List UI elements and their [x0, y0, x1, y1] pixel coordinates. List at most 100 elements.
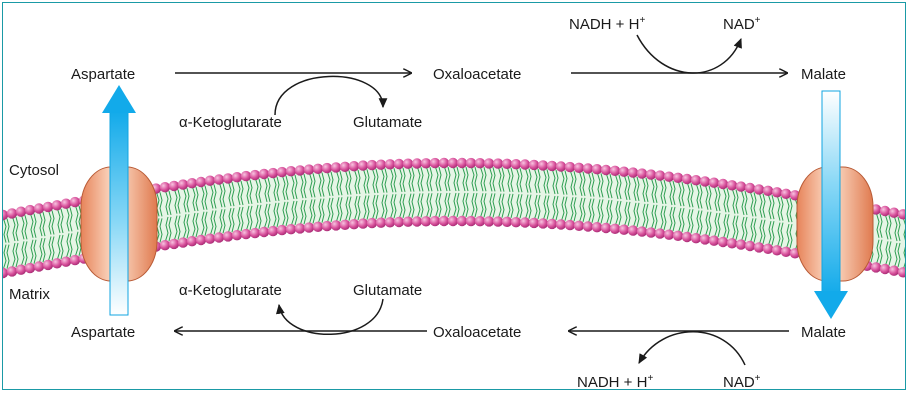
cytosol-oxaloacetate-label: Oxaloacetate: [433, 66, 521, 83]
lipid-head: [187, 178, 197, 188]
lipid-head: [718, 237, 728, 247]
lipid-head: [259, 227, 269, 237]
lipid-head: [196, 177, 206, 187]
lipid-head: [601, 223, 611, 233]
matrix-ketoglutarate-label: α-Ketoglutarate: [179, 282, 282, 299]
lipid-head: [628, 167, 638, 177]
lipid-head: [556, 161, 566, 171]
lipid-head: [358, 160, 368, 170]
lipid-head: [691, 175, 701, 185]
lipid-head: [268, 226, 278, 236]
lipid-head: [664, 230, 674, 240]
lipid-head: [178, 179, 188, 189]
lipid-head: [358, 218, 368, 228]
lipid-head: [214, 232, 224, 242]
lipid-head: [403, 159, 413, 169]
lipid-head: [322, 221, 332, 231]
lipid-head: [781, 189, 791, 199]
diagram-frame: Aspartate Oxaloacetate Malate α-Ketoglut…: [2, 2, 906, 390]
lipid-head: [583, 163, 593, 173]
lipid-head: [178, 237, 188, 247]
matrix-nad-label: NAD+: [723, 373, 761, 390]
lipid-head: [637, 168, 647, 178]
lipid-head: [493, 216, 503, 226]
lipid-head: [304, 164, 314, 174]
lipid-head: [232, 172, 242, 182]
lipid-head: [655, 228, 665, 238]
cytosol-nadh-label: NADH + H+: [569, 15, 645, 33]
lipid-head: [331, 162, 341, 172]
matrix-compartment-label: Matrix: [9, 286, 50, 303]
lipid-head: [673, 231, 683, 241]
lipid-head: [61, 199, 71, 209]
lipid-head: [682, 232, 692, 242]
lipid-head: [196, 235, 206, 245]
lipid-head: [385, 159, 395, 169]
lipid-head: [889, 208, 899, 218]
lipid-head: [538, 160, 548, 170]
lipid-head: [313, 164, 323, 174]
lipid-head: [16, 207, 26, 217]
lipid-head: [502, 217, 512, 227]
cytosol-malate-label: Malate: [801, 66, 846, 83]
malate-aspartate-shuttle-diagram: Aspartate Oxaloacetate Malate α-Ketoglut…: [3, 3, 906, 390]
lipid-head: [880, 206, 890, 216]
lipid-head: [601, 165, 611, 175]
lipid-head: [727, 238, 737, 248]
cytosol-reactions: Aspartate Oxaloacetate Malate α-Ketoglut…: [71, 15, 846, 131]
lipid-head: [394, 217, 404, 227]
lipid-head: [430, 216, 440, 226]
matrix-malate-label: Malate: [801, 324, 846, 341]
lipid-head: [709, 236, 719, 246]
lipid-head: [259, 169, 269, 179]
matrix-nadh-label: NADH + H+: [577, 373, 653, 390]
curved-arrow-nadh-to-nad: [637, 35, 741, 73]
lipid-head: [538, 218, 548, 228]
lipid-head: [529, 160, 539, 170]
lipid-head: [655, 170, 665, 180]
lipid-head: [547, 161, 557, 171]
lipid-head: [313, 222, 323, 232]
lipid-head: [763, 186, 773, 196]
lipid-head: [736, 239, 746, 249]
lipid-head: [7, 266, 17, 276]
lipid-head: [619, 225, 629, 235]
lipid-head: [547, 219, 557, 229]
lipid-head: [277, 167, 287, 177]
lipid-head: [385, 217, 395, 227]
lipid-head: [412, 158, 422, 168]
lipid-head: [250, 228, 260, 238]
lipid-head: [61, 257, 71, 267]
lipid-head: [502, 159, 512, 169]
lipid-head: [754, 184, 764, 194]
lipid-head: [439, 216, 449, 226]
lipid-head: [205, 176, 215, 186]
lipid-head: [223, 173, 233, 183]
lipid-head: [610, 224, 620, 234]
lipid-head: [673, 173, 683, 183]
lipid-head: [304, 222, 314, 232]
lipid-head: [484, 216, 494, 226]
cytosol-nad-label: NAD+: [723, 15, 761, 33]
lipid-head: [529, 218, 539, 228]
lipid-head: [52, 200, 62, 210]
matrix-glutamate-label: Glutamate: [353, 282, 422, 299]
lipid-head: [340, 162, 350, 172]
lipid-head: [574, 163, 584, 173]
lipid-head: [565, 220, 575, 230]
lipid-head: [34, 261, 44, 271]
lipid-head: [448, 216, 458, 226]
lipid-head: [556, 219, 566, 229]
lipid-head: [592, 222, 602, 232]
lipid-head: [511, 159, 521, 169]
lipid-head: [349, 161, 359, 171]
lipid-head: [250, 170, 260, 180]
lipid-head: [277, 225, 287, 235]
lipid-head: [205, 234, 215, 244]
lipid-head: [376, 160, 386, 170]
lipid-head: [700, 176, 710, 186]
lipid-head: [466, 158, 476, 168]
lipid-head: [763, 244, 773, 254]
lipid-head: [745, 183, 755, 193]
lipid-head: [43, 260, 53, 270]
